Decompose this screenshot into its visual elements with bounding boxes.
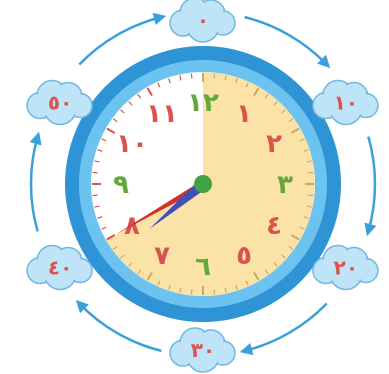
clock-numeral: ٧ — [154, 241, 170, 271]
cloud-minute-label: ٠ — [197, 8, 209, 32]
clock-tick — [308, 172, 313, 173]
clock-tick — [308, 195, 313, 196]
minute-cloud: ٣٠ — [170, 328, 235, 372]
clock-center — [194, 175, 212, 193]
cloud-minute-label: ١٠ — [334, 91, 358, 115]
clock-numeral: ٩ — [113, 170, 129, 200]
clock-tick — [214, 74, 215, 79]
clock-numeral: ٥ — [236, 241, 252, 271]
clock-numeral: ٣ — [277, 170, 293, 200]
cloud-minute-label: ٥٠ — [48, 91, 72, 115]
minute-cloud: ١٠ — [313, 81, 378, 125]
circular-arrow — [368, 137, 375, 232]
clock-tick — [191, 289, 192, 294]
clock-tick — [93, 195, 98, 196]
cloud-minute-label: ٢٠ — [334, 256, 358, 280]
clock-numeral: ١ — [236, 99, 252, 129]
clock-tick — [93, 172, 98, 173]
clock-numeral: ٨ — [124, 211, 140, 241]
cloud-minute-label: ٤٠ — [48, 256, 72, 280]
circular-arrow — [31, 137, 38, 232]
clock-numeral: ١٢ — [187, 88, 219, 118]
clock-numeral: ٤ — [266, 211, 282, 241]
minute-cloud: ٠ — [170, 0, 235, 42]
clock-numeral: ٦ — [195, 252, 211, 282]
clock-numeral: ٢ — [266, 129, 282, 159]
minute-cloud: ٤٠ — [27, 246, 92, 290]
clock-tick — [214, 289, 215, 294]
clock-numeral: ١١ — [146, 99, 178, 129]
minute-cloud: ٥٠ — [27, 81, 92, 125]
clock-numeral: ١٠ — [116, 129, 148, 159]
cloud-minute-label: ٣٠ — [191, 338, 215, 362]
clock-tick — [191, 74, 192, 79]
